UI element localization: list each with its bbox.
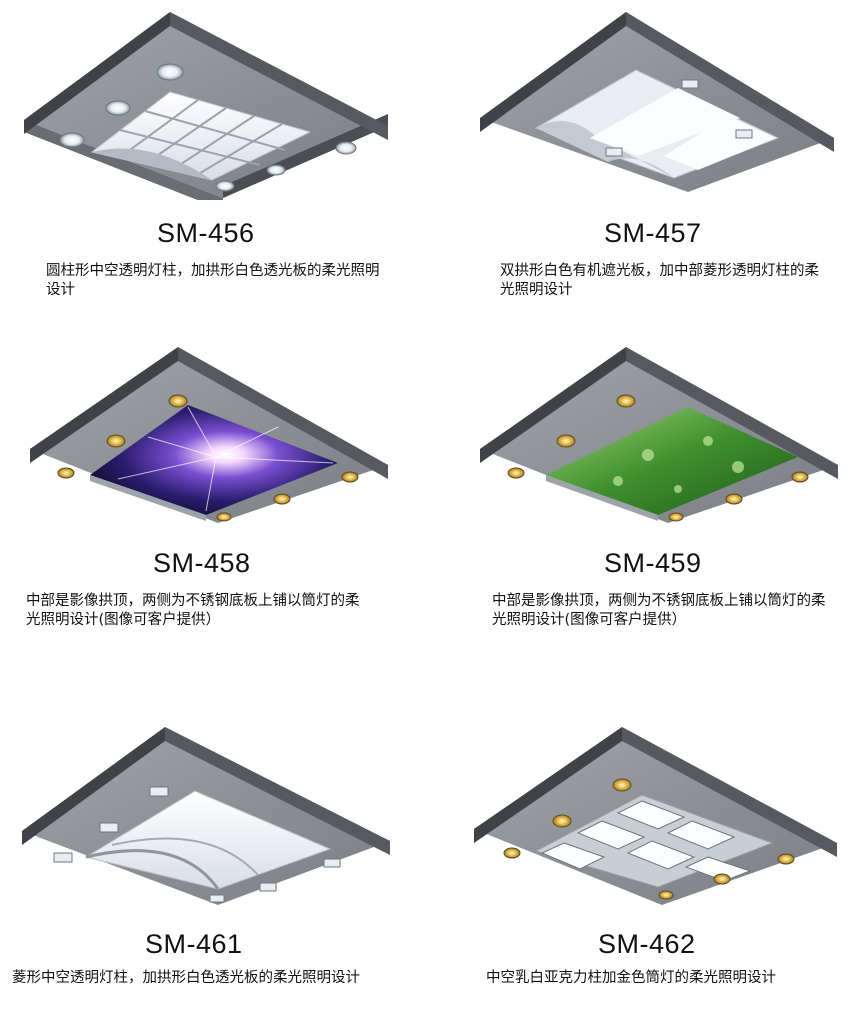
product-card-sm-461: SM-461 菱形中空透明灯柱，加拱形白色透光板的柔光照明设计 — [0, 715, 420, 1034]
product-card-sm-459: SM-459 中部是影像拱顶，两侧为不锈钢底板上铺以筒灯的柔光照明设计(图像可客… — [440, 340, 847, 670]
model-number: SM-462 — [598, 929, 696, 959]
model-number: SM-458 — [153, 548, 251, 578]
product-card-sm-456: SM-456 圆柱形中空透明灯柱，加拱形白色透光板的柔光照明设计 — [0, 0, 420, 320]
ceiling-leaf-image-panel-icon — [480, 347, 838, 523]
downlight-icon — [503, 778, 795, 900]
product-description: 菱形中空透明灯柱，加拱形白色透光板的柔光照明设计 — [12, 970, 360, 986]
ceiling-starburst-image-panel-icon — [30, 347, 388, 523]
model-number: SM-461 — [145, 929, 243, 959]
product-description: 双拱形白色有机遮光板，加中部菱形透明灯柱的柔光照明设计 — [500, 263, 819, 298]
product-card-sm-458: SM-458 中部是影像拱顶，两侧为不锈钢底板上铺以筒灯的柔光照明设计(图像可客… — [0, 340, 420, 670]
downlight-icon — [57, 394, 359, 522]
ceiling-grid-arch-panel-icon — [24, 12, 388, 200]
product-description: 中部是影像拱顶，两侧为不锈钢底板上铺以筒灯的柔光照明设计(图像可客户提供） — [26, 593, 360, 628]
ceiling-crosshatch-panel-icon — [474, 727, 837, 905]
model-number: SM-457 — [604, 218, 702, 248]
downlight-icon — [59, 63, 357, 192]
product-card-sm-457: SM-457 双拱形白色有机遮光板，加中部菱形透明灯柱的柔光照明设计 — [440, 0, 847, 320]
product-description: 中空乳白亚克力柱加金色筒灯的柔光照明设计 — [486, 970, 776, 986]
ceiling-arch-panel-icon — [22, 727, 390, 905]
product-description: 圆柱形中空透明灯柱，加拱形白色透光板的柔光照明设计 — [46, 263, 380, 298]
downlight-icon — [507, 394, 809, 522]
ceiling-double-arch-panel-icon — [480, 12, 834, 192]
product-description: 中部是影像拱顶，两侧为不锈钢底板上铺以筒灯的柔光照明设计(图像可客户提供） — [492, 593, 826, 628]
model-number: SM-456 — [157, 218, 255, 248]
model-number: SM-459 — [604, 548, 702, 578]
product-card-sm-462: SM-462 中空乳白亚克力柱加金色筒灯的柔光照明设计 — [440, 715, 847, 1034]
